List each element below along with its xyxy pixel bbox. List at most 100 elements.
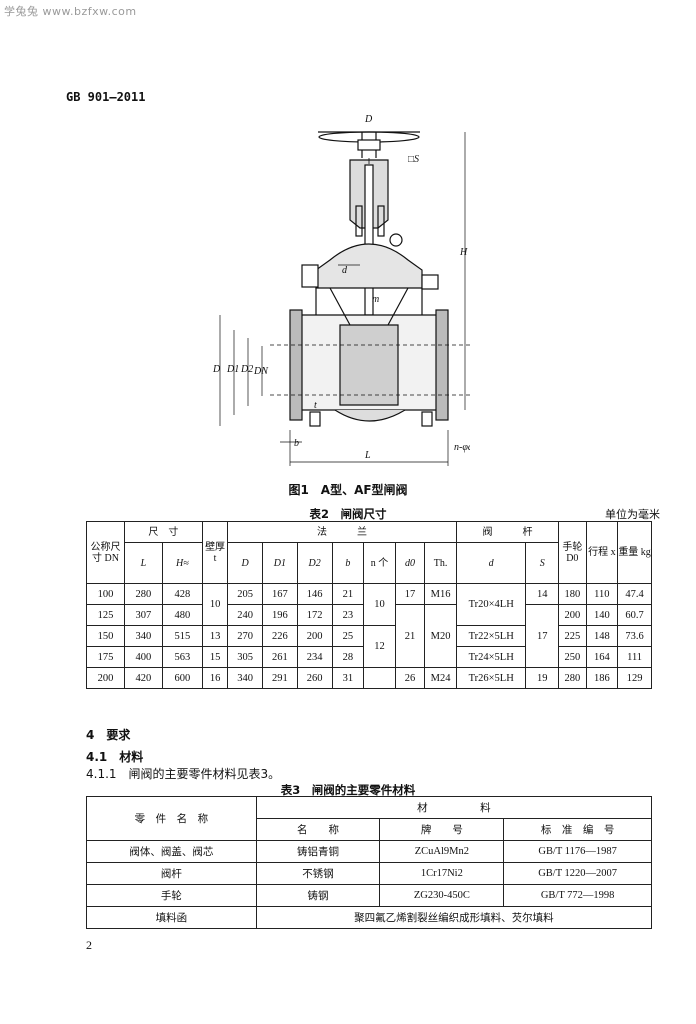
table-cell [363,667,396,689]
table-cell: Tr20×4LH [455,583,527,626]
table-cell: 47.4 [617,583,652,605]
table-cell: 25 [331,625,365,647]
dim-label-l: L [364,450,371,461]
table-cell: 420 [123,667,163,689]
table-cell: 400 [123,646,163,668]
th-th: Th. [424,542,457,584]
table2-unit: 单位为毫米 [605,508,660,521]
th-grade: 牌 号 [379,818,505,841]
table-cell: 15 [201,646,229,668]
table2-dimensions: 公称尺寸 DN 尺 寸 壁厚 t 法 兰 阀 杆 手轮 D0 行程 x 重量 k… [86,521,652,689]
table-cell: 铸铝青铜 [255,840,381,863]
th-wall: 壁厚 t [201,521,229,584]
th-material: 材 料 [255,796,653,819]
table-cell: 铸钢 [255,884,381,907]
table-cell: M20 [424,604,457,668]
dim-label-h: H [459,247,468,258]
th-nominal: 公称尺寸 DN [86,521,125,584]
dim-label-s: □S [408,154,419,165]
table-cell: 21 [331,583,365,605]
th-weight: 重量 kg [617,521,652,584]
table3-caption: 表3 闸阀的主要零件材料 [280,783,416,797]
table-cell: 28 [331,646,365,668]
table-cell: 240 [227,604,263,626]
table-cell: 31 [331,667,365,689]
table-cell: 226 [262,625,298,647]
table-cell: 175 [86,646,125,668]
table-cell: Tr24×5LH [455,646,527,668]
th-std: 标 准 编 号 [503,818,652,841]
table-cell: 13 [201,625,229,647]
table-cell: 填料函 [86,906,257,929]
table-row: 手轮 铸钢 ZG230-450C GB/T 772—1998 [86,884,652,907]
table-cell: 180 [558,583,587,605]
dim-label-flange-d: D [212,364,221,375]
section-4-heading: 4 要求 [86,728,131,742]
th-stem: 阀 杆 [455,521,560,543]
table-cell: 21 [394,604,426,668]
table-cell: 340 [227,667,263,689]
dim-label-n-d0: n-φd0 [454,442,470,453]
table-cell: 聚四氟乙烯割裂丝编织成形填料、芡尔填料 [255,906,653,929]
table-cell: 150 [86,625,125,647]
table-cell: GB/T 1220—2007 [503,862,652,885]
table-cell: 340 [123,625,163,647]
table-cell: 125 [86,604,125,626]
table-cell: 167 [262,583,298,605]
standard-number: GB 901—2011 [66,90,146,104]
th-d1: D1 [262,542,298,584]
table-cell: 手轮 [86,884,257,907]
table-cell: 428 [161,583,203,605]
section-4-1-1-text: 4.1.1 闸阀的主要零件材料见表3。 [86,767,281,781]
th-s: S [525,542,560,584]
table-cell: 270 [227,625,263,647]
section-4-1-heading: 4.1 材料 [86,750,144,764]
table-cell: 阀体、阀盖、阀芯 [86,840,257,863]
table-cell: 225 [558,625,587,647]
table-cell: 26 [394,667,426,689]
th-part: 零 件 名 称 [86,796,257,841]
table-cell: 146 [296,583,333,605]
table-row: 175 400 563 15 305 261 234 28 Tr24×5LH 2… [86,646,652,668]
watermark: 学兔兔 www.bzfxw.com [4,5,137,18]
table-cell: 515 [161,625,203,647]
th-flange: 法 兰 [227,521,457,543]
table-cell: 10 [363,583,396,626]
table-cell: 280 [123,583,163,605]
table-cell: 10 [201,583,229,626]
table-cell: 60.7 [617,604,652,626]
dim-label-m: m [372,294,379,305]
table-cell: 111 [617,646,652,668]
table-cell: 73.6 [617,625,652,647]
table-cell: 250 [558,646,587,668]
table-cell: 205 [227,583,263,605]
table-cell: 110 [585,583,619,605]
table-cell: M24 [424,667,457,689]
gate-valve-drawing: D □S H d m D D1 D2 DN t b L n-φd0 [212,114,470,466]
th-stem-d: d [455,542,527,584]
table-cell: 148 [585,625,619,647]
table-cell: 164 [585,646,619,668]
table-cell: 17 [394,583,426,605]
table-cell: 200 [296,625,333,647]
figure-caption: 图1 A型、AF型闸阀 [288,483,408,497]
table-cell: 305 [227,646,263,668]
table-cell: 不锈钢 [255,862,381,885]
th-n: n 个 [363,542,396,584]
table-cell: 100 [86,583,125,605]
th-stroke: 行程 x [585,521,619,584]
dim-label-b: b [294,438,299,449]
dim-label-d: d [342,265,348,276]
table-cell: 129 [617,667,652,689]
th-wheel: 手轮 D0 [558,521,587,584]
table-cell: 261 [262,646,298,668]
table-cell: 140 [585,604,619,626]
table-row: 125 307 480 240 196 172 23 21 M20 17 200… [86,604,652,668]
table-cell: 291 [262,667,298,689]
table-cell: 23 [331,604,365,626]
th-d0: d0 [394,542,426,584]
table-cell: 200 [558,604,587,626]
table2-caption: 表2 闸阀尺寸 [309,507,387,521]
table-row: 阀杆 不锈钢 1Cr17Ni2 GB/T 1220—2007 [86,862,652,885]
table-cell: 12 [363,625,396,668]
